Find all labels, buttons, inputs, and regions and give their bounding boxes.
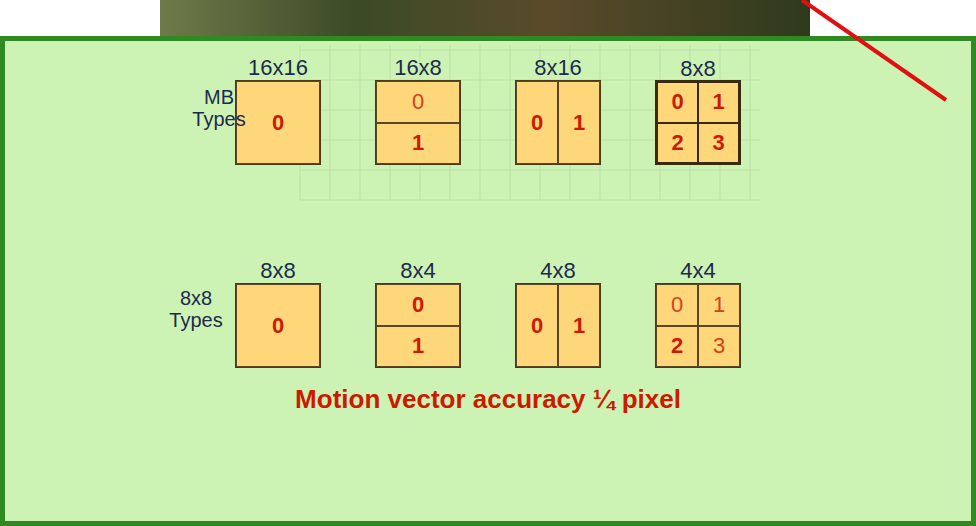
partition-number: 1 — [712, 91, 724, 113]
row-label: MB Types — [186, 86, 252, 130]
partition-box: 4x40123 — [655, 283, 741, 368]
partition-box: 4x801 — [515, 283, 601, 368]
block-size-heading: 16x16 — [248, 56, 308, 80]
partition-cell: 1 — [558, 284, 600, 367]
partition-number: 1 — [573, 112, 585, 134]
partition-cell: 3 — [698, 123, 739, 164]
partition-box: 8x401 — [375, 283, 461, 368]
panel — [3, 39, 974, 524]
partition-number: 0 — [531, 315, 543, 337]
row-label: 8x8 Types — [161, 287, 231, 331]
partition-number: 0 — [412, 294, 424, 316]
grid-lines — [300, 45, 750, 200]
partition-cell: 2 — [657, 123, 698, 164]
partition-cell: 0 — [236, 81, 320, 164]
partition-cell: 0 — [516, 284, 558, 367]
block-size-heading: 16x8 — [394, 56, 442, 80]
partition-cell: 0 — [376, 284, 460, 326]
partition-number: 1 — [713, 294, 725, 316]
partition-number: 0 — [531, 112, 543, 134]
partition-number: 1 — [412, 335, 424, 357]
partition-cell: 0 — [657, 82, 698, 123]
partition-cell: 1 — [698, 82, 739, 123]
block-size-heading: 8x8 — [260, 259, 295, 283]
partition-number: 0 — [272, 112, 284, 134]
block-size-heading: 8x8 — [680, 57, 715, 81]
block-size-heading: 8x4 — [400, 259, 435, 283]
partition-number: 3 — [712, 132, 724, 154]
partition-number: 1 — [573, 315, 585, 337]
red-stroke — [802, 0, 946, 100]
block-size-heading: 4x4 — [680, 259, 715, 283]
block-size-heading: 4x8 — [540, 259, 575, 283]
partition-number: 0 — [272, 315, 284, 337]
partition-box: 16x160 — [235, 80, 321, 165]
partition-cell: 0 — [656, 284, 698, 326]
partition-cell: 3 — [698, 326, 740, 368]
partition-cell: 0 — [376, 81, 460, 123]
partition-cell: 1 — [558, 81, 600, 164]
partition-cell: 0 — [236, 284, 320, 367]
partition-cell: 1 — [376, 123, 460, 165]
partition-number: 1 — [412, 132, 424, 154]
partition-box: 16x801 — [375, 80, 461, 165]
partition-cell: 2 — [656, 326, 698, 368]
grid-lines — [300, 50, 760, 200]
faint-grid — [300, 45, 760, 200]
partition-number: 2 — [671, 132, 683, 154]
partition-box: 8x80 — [235, 283, 321, 368]
photo-strip — [160, 0, 810, 40]
partition-cell: 0 — [516, 81, 558, 164]
partition-cell: 1 — [698, 284, 740, 326]
partition-number: 2 — [671, 335, 683, 357]
partition-number: 3 — [713, 335, 725, 357]
partition-cell: 1 — [376, 326, 460, 368]
partition-number: 0 — [671, 91, 683, 113]
block-size-heading: 8x16 — [534, 56, 582, 80]
caption: Motion vector accuracy ¼ pixel — [295, 384, 681, 415]
partition-box: 8x1601 — [515, 80, 601, 165]
partition-number: 0 — [671, 294, 683, 316]
partition-number: 0 — [412, 91, 424, 113]
partition-box: 8x80123 — [655, 80, 741, 165]
